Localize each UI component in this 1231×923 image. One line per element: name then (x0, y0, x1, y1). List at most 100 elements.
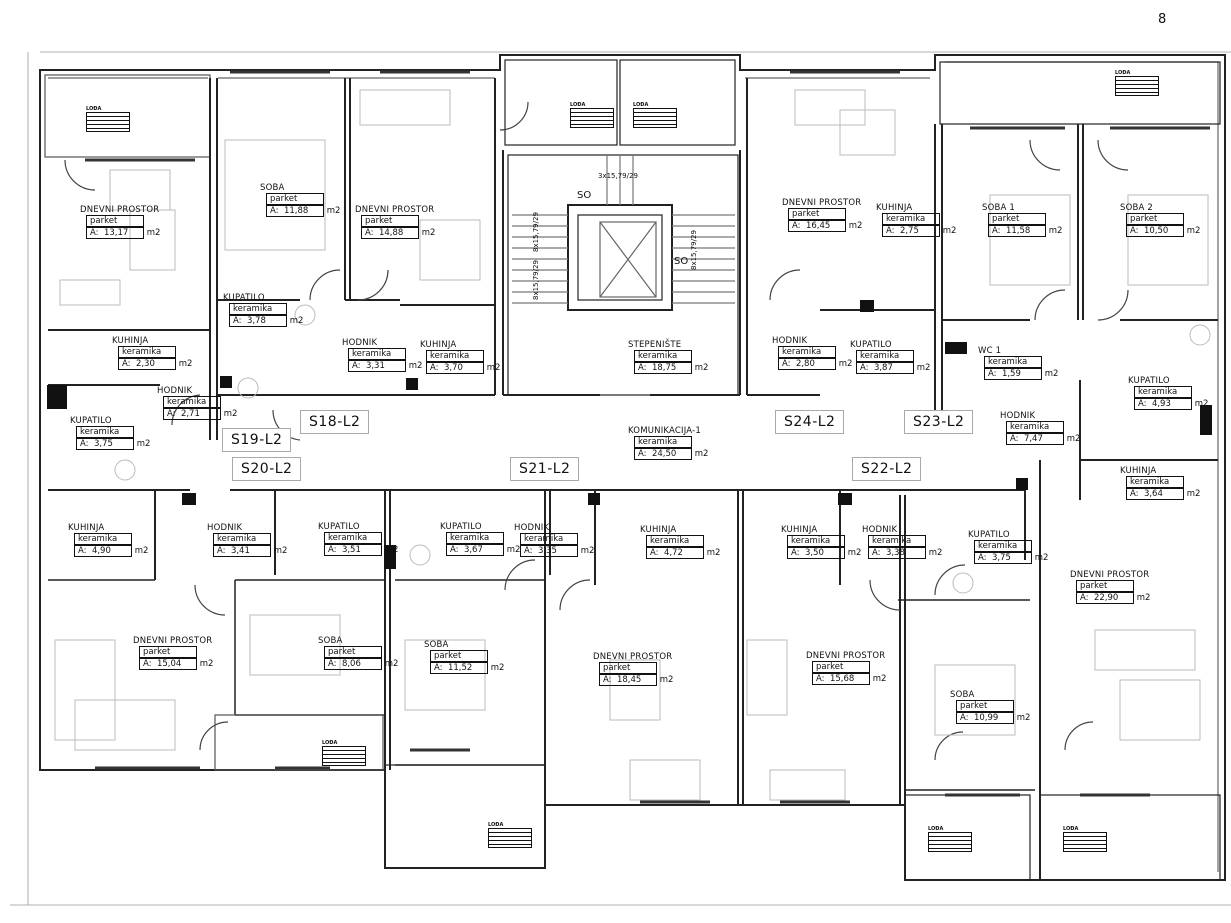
loggia-label: LOĐA (928, 826, 972, 852)
room-floor-finish: keramika (646, 535, 704, 547)
room-name: KUPATILO (318, 522, 360, 532)
area-value: 3,64 (1143, 489, 1163, 499)
room-name: DNEVNI PROSTOR (1070, 570, 1150, 580)
room-name: KUHINJA (112, 336, 149, 346)
room-name: KUHINJA (420, 340, 457, 350)
area-prefix: A: (434, 663, 443, 673)
loggia-name: LOĐA (1063, 826, 1079, 832)
area-value: 11,88 (283, 206, 309, 216)
room-area: A: 15,68 m2 (812, 673, 886, 685)
room-area: A: 16,45 m2 (788, 220, 862, 232)
area-value: 3,35 (537, 546, 557, 556)
room-area: A: 3,75 m2 (76, 438, 150, 450)
area-unit: m2 (1044, 369, 1059, 379)
area-value: 22,90 (1093, 593, 1119, 603)
room-area: A: 3,31 m2 (348, 360, 422, 372)
area-prefix: A: (638, 449, 647, 459)
area-unit: m2 (847, 548, 862, 558)
loggia-area-box (1115, 76, 1159, 96)
area-unit: m2 (1194, 399, 1209, 409)
room-floor-finish: keramika (118, 346, 176, 358)
area-prefix: A: (450, 545, 459, 555)
loggia-label: LOĐA (488, 822, 532, 848)
area-prefix: A: (78, 546, 87, 556)
area-unit: m2 (1186, 226, 1201, 236)
loggia-area-box (633, 108, 677, 128)
room-name: KUPATILO (1128, 376, 1170, 386)
area-unit: m2 (916, 363, 931, 373)
room-floor-finish: parket (86, 215, 144, 227)
room-area: A: 3,35 m2 (520, 545, 594, 557)
area-value: 18,75 (651, 363, 677, 373)
area-prefix: A: (167, 409, 176, 419)
room-area: A: 15,04 m2 (139, 658, 213, 670)
room-floor-finish: keramika (974, 540, 1032, 552)
room-area: A: 3,64 m2 (1126, 488, 1200, 500)
room-area: A: 4,93 m2 (1134, 398, 1208, 410)
room-name: KUHINJA (68, 523, 105, 533)
area-value: 3,51 (341, 545, 361, 555)
apartment-unit-label: S18-L2 (300, 410, 370, 434)
room-area: A: 2,71 m2 (163, 408, 237, 420)
area-prefix: A: (992, 226, 1001, 236)
room-area: A: 10,50 m2 (1126, 225, 1200, 237)
area-prefix: A: (791, 548, 800, 558)
room-floor-finish: keramika (163, 396, 221, 408)
area-prefix: A: (233, 316, 242, 326)
apartment-unit-label: S19-L2 (222, 428, 292, 452)
area-value: 18,45 (616, 675, 642, 685)
room-area: A: 14,88 m2 (361, 227, 435, 239)
area-prefix: A: (650, 548, 659, 558)
room-area: A: 2,75 m2 (882, 225, 956, 237)
area-prefix: A: (860, 363, 869, 373)
area-unit: m2 (1186, 489, 1201, 499)
area-prefix: A: (792, 221, 801, 231)
room-area: A: 24,50 m2 (634, 448, 708, 460)
apartment-unit-label: S24-L2 (775, 410, 845, 434)
loggia-area-box (570, 108, 614, 128)
room-area: A: 22,90 m2 (1076, 592, 1150, 604)
area-prefix: A: (270, 206, 279, 216)
area-unit: m2 (421, 228, 436, 238)
area-value: 15,68 (829, 674, 855, 684)
area-unit: m2 (848, 221, 863, 231)
room-floor-finish: keramika (778, 346, 836, 358)
apartment-unit-label: S23-L2 (904, 410, 974, 434)
area-prefix: A: (1130, 489, 1139, 499)
room-floor-finish: keramika (76, 426, 134, 438)
room-floor-finish: keramika (787, 535, 845, 547)
room-floor-finish: keramika (856, 350, 914, 362)
area-unit: m2 (273, 546, 288, 556)
room-floor-finish: parket (812, 661, 870, 673)
area-prefix: A: (638, 363, 647, 373)
room-floor-finish: parket (139, 646, 197, 658)
area-value: 24,50 (651, 449, 677, 459)
area-value: 4,72 (663, 548, 683, 558)
loggia-area-box (488, 828, 532, 848)
room-area: A: 18,45 m2 (599, 674, 673, 686)
area-prefix: A: (80, 439, 89, 449)
room-floor-finish: parket (430, 650, 488, 662)
area-value: 15,04 (156, 659, 182, 669)
area-unit: m2 (942, 226, 957, 236)
smoke-outlet-label: SO (577, 190, 592, 201)
area-prefix: A: (430, 363, 439, 373)
area-value: 11,58 (1005, 226, 1031, 236)
loggia-area-box (928, 832, 972, 852)
room-area: A: 3,67 m2 (446, 544, 520, 556)
loggia-label: LOĐA (570, 102, 614, 128)
area-unit: m2 (1136, 593, 1151, 603)
area-unit: m2 (928, 548, 943, 558)
